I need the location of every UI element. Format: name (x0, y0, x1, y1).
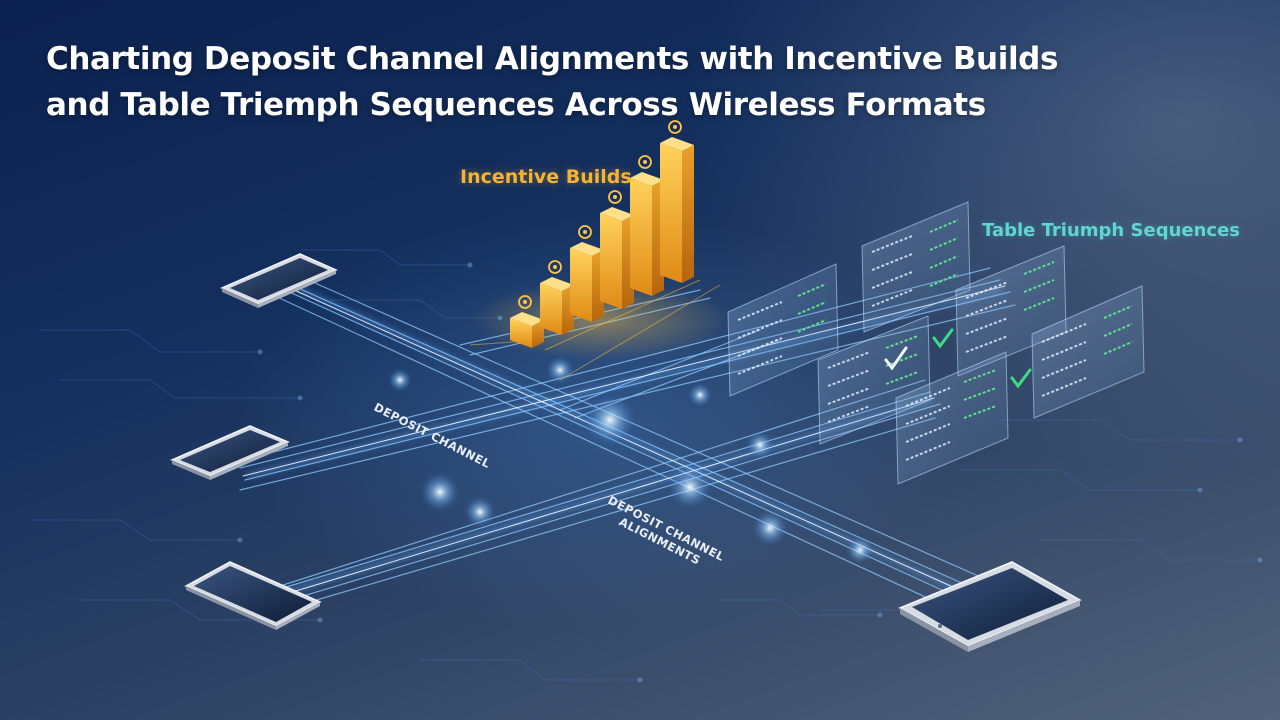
incentive-bar (540, 260, 574, 335)
reward-coin-dot (643, 160, 647, 164)
reward-coin-dot (673, 125, 677, 129)
incentive-bar (630, 155, 664, 296)
check-icon (884, 346, 908, 371)
triumph-panel-6 (895, 351, 1009, 485)
reward-coin-icon (608, 190, 622, 204)
table-triumph-sequences-label: Table Triumph Sequences (982, 220, 1241, 241)
beam-glow-nodes (388, 356, 874, 564)
phone-device-top-left (220, 253, 338, 308)
triumph-panel-2 (727, 263, 839, 397)
incentive-bar (570, 225, 604, 322)
triumph-table-panels (727, 201, 1145, 485)
incentive-build-bars (510, 120, 694, 348)
reward-coin-icon (518, 295, 532, 309)
incentive-bar (510, 295, 544, 348)
reward-coin-icon (548, 260, 562, 274)
title-line-1: Charting Deposit Channel Alignments with… (46, 41, 1059, 77)
phone-device-bottom-left (184, 561, 322, 630)
reward-coin-icon (578, 225, 592, 239)
check-icon (1010, 368, 1032, 389)
incentive-bar (660, 120, 694, 283)
title-line-2: and Table Triemph Sequences Across Wirel… (46, 87, 986, 123)
reward-coin-icon (638, 155, 652, 169)
incentive-bar (600, 190, 634, 309)
incentive-builds-label: Incentive Builds (460, 166, 632, 188)
triumph-panel-1 (861, 201, 971, 333)
check-icon (932, 328, 954, 349)
reward-coin-icon (668, 120, 682, 134)
reward-coin-dot (553, 265, 557, 269)
phone-device-mid-left (170, 425, 290, 480)
tablet-device-bottom-right (898, 561, 1082, 652)
reward-coin-dot (523, 300, 527, 304)
triumph-panel-5 (1031, 285, 1145, 419)
triumph-panel-3 (955, 245, 1067, 377)
reward-coin-dot (613, 195, 617, 199)
reward-coin-dot (583, 230, 587, 234)
page-title: Charting Deposit Channel Alignments with… (46, 36, 1226, 128)
